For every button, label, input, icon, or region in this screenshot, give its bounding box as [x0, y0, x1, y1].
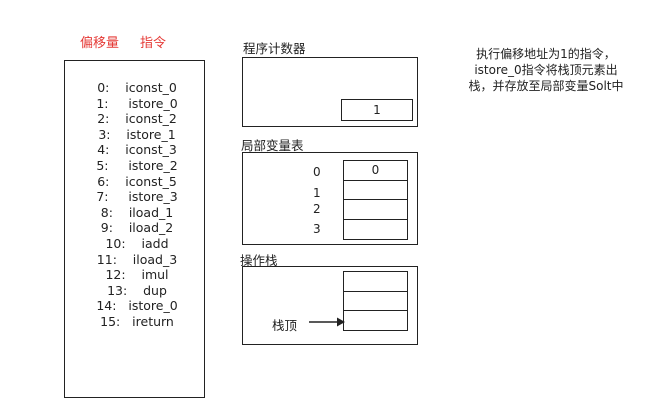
instruction-row: 4: iconst_3 [97, 142, 177, 158]
instruction-row: 0: iconst_0 [97, 80, 177, 95]
local-slot-2 [343, 199, 408, 220]
local-index-0: 0 [313, 165, 321, 179]
instruction-row: 15: ireturn [100, 313, 174, 329]
local-slot-0: 0 [343, 160, 408, 181]
offset-header: 偏移量 [80, 36, 120, 51]
pc-value-cell: 1 [341, 99, 413, 121]
local-slot-3 [343, 218, 408, 240]
explanation-note: 执行偏移地址为1的指令，istore_0指令将栈顶元素出栈，并存放至局部变量So… [468, 47, 624, 93]
instruction-row: 5: istore_2 [96, 157, 178, 173]
instruction-header: 指令 [140, 36, 167, 51]
stack-title: 操作栈 [240, 253, 278, 268]
instruction-row: 8: iload_1 [100, 204, 174, 220]
instruction-row: 11: iload_3 [96, 251, 178, 267]
instruction-row: 12: imul [105, 267, 169, 283]
instruction-row: 3: istore_1 [98, 126, 176, 142]
locals-title: 局部变量表 [241, 138, 304, 153]
pc-title: 程序计数器 [243, 41, 306, 56]
local-index-2: 2 [313, 202, 321, 216]
instruction-listing-box [64, 60, 205, 398]
instruction-row: 9: iload_2 [100, 220, 174, 236]
instruction-row: 10: iadd [105, 235, 169, 251]
stack-slot-1 [343, 290, 408, 312]
instruction-row: 7: istore_3 [96, 189, 178, 205]
local-slot-1 [343, 179, 408, 201]
instruction-row: 13: dup [107, 282, 167, 298]
stack-slot-2 [343, 310, 408, 331]
local-index-1: 1 [313, 186, 321, 200]
stack-slot-0 [343, 271, 408, 292]
instruction-row: 1: istore_0 [96, 95, 178, 111]
instruction-row: 2: iconst_2 [97, 111, 177, 127]
instruction-row: 14: istore_0 [96, 298, 178, 314]
stack-top-label: 栈顶 [272, 318, 298, 333]
instruction-row: 6: iconst_5 [97, 173, 177, 189]
local-index-3: 3 [313, 222, 321, 236]
stack-top-arrow [309, 317, 345, 327]
